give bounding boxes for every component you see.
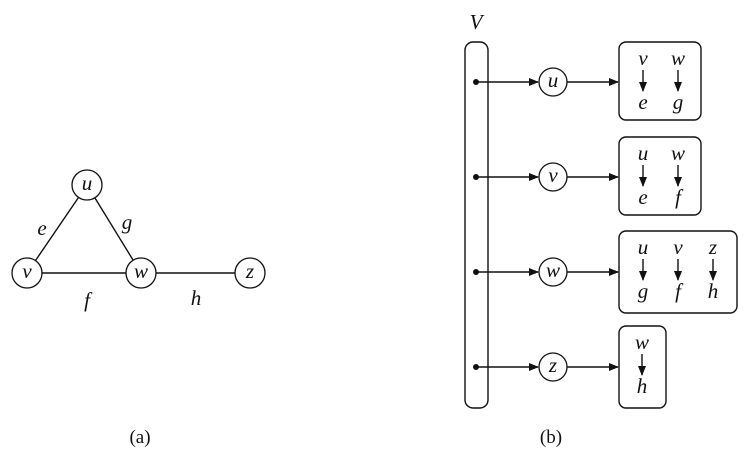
- vertex-node-label: w: [546, 258, 560, 282]
- incidence-edge: g: [638, 279, 649, 303]
- incidence-key: w: [671, 46, 685, 70]
- incidence-key: w: [635, 330, 649, 354]
- incidence-edge: g: [673, 90, 684, 114]
- vertex-u: [71, 169, 103, 201]
- caption-a: (a): [129, 427, 150, 448]
- vertex-list-container: [464, 41, 489, 409]
- incidence-edge: e: [638, 185, 647, 209]
- edge-g: [86, 184, 142, 274]
- incidence-key: v: [673, 235, 683, 259]
- incidence-edge: h: [637, 374, 648, 398]
- incidence-edge: f: [675, 279, 684, 303]
- incidence-map-box-u: [618, 41, 702, 121]
- incidence-map-box-v: [618, 136, 702, 216]
- vertex-node-label: u: [548, 68, 559, 92]
- incidence-key: w: [671, 141, 685, 165]
- incidence-key: v: [638, 46, 648, 70]
- incidence-edge: h: [708, 279, 719, 303]
- incidence-key: u: [638, 235, 649, 259]
- incidence-edge: e: [638, 90, 647, 114]
- vertex-list-label: V: [470, 10, 485, 34]
- incidence-edge: f: [675, 185, 684, 209]
- edge-label-g: g: [122, 210, 133, 234]
- vertex-z: [234, 257, 266, 289]
- edge-e: [26, 184, 88, 274]
- vertex-label-u: u: [82, 171, 93, 195]
- vertex-node-label: v: [548, 163, 558, 187]
- incidence-key: z: [708, 235, 717, 259]
- vertex-w: [125, 257, 157, 289]
- vertex-v: [11, 257, 43, 289]
- graph-a: e g f h u v w z: [11, 169, 266, 312]
- edge-label-f: f: [84, 288, 93, 312]
- edge-label-h: h: [191, 286, 202, 310]
- incidence-map-box-z: [618, 325, 667, 409]
- edge-label-e: e: [37, 216, 46, 240]
- vertex-node-label: z: [548, 353, 557, 377]
- caption-b: (b): [540, 427, 562, 448]
- incidence-key: u: [638, 141, 649, 165]
- incidence-map-box-w: [618, 230, 738, 314]
- vertex-label-w: w: [134, 259, 148, 283]
- vertex-label-z: z: [245, 259, 254, 283]
- vertex-label-v: v: [22, 259, 32, 283]
